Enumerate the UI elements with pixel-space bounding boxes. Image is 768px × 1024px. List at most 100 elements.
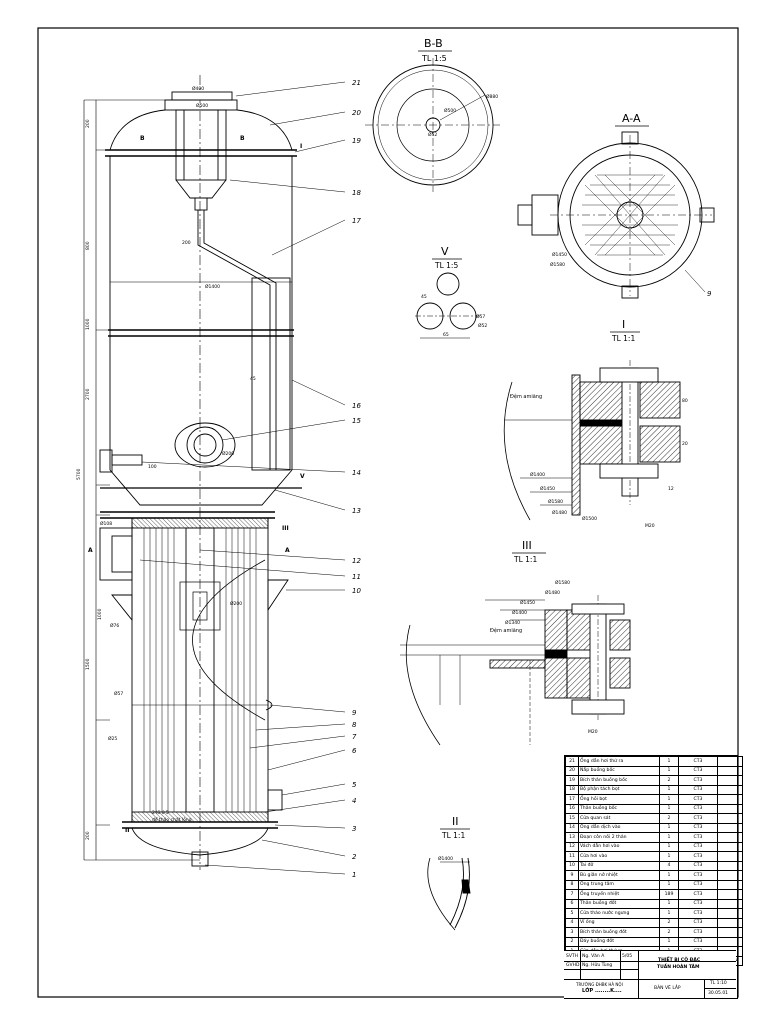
bom-cell-qty: 1 (659, 756, 679, 767)
bom-cell-mat: CT3 (678, 870, 718, 881)
section-mark-b-left: B (140, 135, 145, 142)
bom-cell-mat: CT3 (678, 813, 718, 824)
dim-mid-1: Ø1400 (205, 283, 220, 290)
bom-cell-name: Tai đỡ (578, 860, 660, 871)
callout-8: 8 (352, 721, 357, 729)
detail-v (415, 272, 480, 339)
detail-ii-title: II (452, 815, 459, 828)
detail-i-dim-4: Ø1480 (552, 509, 567, 516)
class-label: LỚP ........K.... (582, 988, 622, 994)
drawing-date: 30.05.01 (708, 991, 729, 996)
callout-6: 6 (352, 747, 357, 755)
bom-cell-note (717, 851, 743, 862)
bom-cell-name: Ống trung tâm (578, 879, 660, 890)
bom-cell-no: 20 (565, 765, 579, 776)
bom-cell-name: Ống dẫn hơi thứ ra (578, 756, 660, 767)
drain-note-line2: để tháo chất lỏng (152, 816, 192, 823)
callout-15: 15 (352, 417, 361, 425)
bom-cell-name: Cửa tháo nước ngưng (578, 908, 660, 919)
bom-cell-no: 4 (565, 917, 579, 928)
bom-cell-name: Cửa hơi vào (578, 851, 660, 862)
section-bb-dim-1: Ø880 (486, 93, 498, 100)
bom-cell-name: Ống dẫn dịch vào (578, 822, 660, 833)
detail-i-dim-9: 12 (668, 486, 674, 492)
detail-i (503, 360, 681, 521)
bom-cell-name: Bù giãn nở nhiệt (578, 870, 660, 881)
dim-small-5: 100 (148, 464, 157, 470)
detail-i-dim-1: Ø1400 (530, 471, 545, 478)
bom-cell-note (717, 870, 743, 881)
bom-cell-qty: 1 (659, 803, 679, 814)
bom-cell-qty: 2 (659, 927, 679, 938)
detail-i-dim-6: M20 (645, 523, 655, 529)
bom-cell-no: 10 (565, 860, 579, 871)
callout-7: 7 (352, 733, 357, 741)
detail-v-dim-3: Ø57 (476, 313, 485, 320)
bom-cell-qty: 189 (659, 889, 679, 900)
bom-cell-note (717, 765, 743, 776)
detail-i-labels: I TL 1:1 Đệm amiăng Ø1400 Ø1450 Ø1580 Ø1… (510, 318, 688, 529)
callout-4: 4 (352, 797, 356, 805)
dim-small-7: 45 (250, 376, 256, 382)
bom-cell-no: 17 (565, 794, 579, 805)
bom-cell-name: Đoạn côn nối 2 thân (578, 832, 660, 843)
bom-cell-qty: 2 (659, 917, 679, 928)
callout-9: 9 (352, 709, 357, 717)
section-bb-scale: TL 1:5 (421, 54, 447, 63)
bom-cell-no: 8 (565, 879, 579, 890)
bom-cell-mat: CT3 (678, 860, 718, 871)
detail-mark-i: I (300, 143, 302, 150)
detail-iii-dim-2: Ø1480 (545, 589, 560, 596)
bom-cell-mat: CT3 (678, 784, 718, 795)
bom-cell-qty: 1 (659, 879, 679, 890)
bom-cell-no: 21 (565, 756, 579, 767)
bom-cell-qty: 2 (659, 775, 679, 786)
callout-18: 18 (352, 189, 361, 197)
bom-cell-qty: 1 (659, 784, 679, 795)
bom-cell-note (717, 860, 743, 871)
main-view-labels: 200 800 1000 2700 1500 1000 200 5700 Ø40… (76, 85, 256, 840)
bom-cell-note (717, 813, 743, 824)
detail-v-scale: TL 1:5 (434, 261, 458, 270)
bom-cell-note (717, 898, 743, 909)
bom-cell-name: Đáy buồng đốt (578, 936, 660, 947)
detail-v-dim-2: 65 (443, 332, 449, 338)
detail-iii-dim-5: Ø1340 (505, 619, 520, 626)
bom-cell-mat: CT3 (678, 775, 718, 786)
section-aa-dim-2: Ø1580 (550, 261, 565, 268)
bom-cell-no: 2 (565, 936, 579, 947)
callout-3: 3 (352, 825, 356, 833)
drawing-scale: TL 1:10 (710, 981, 727, 986)
designer-name: Ng. Văn A (582, 954, 605, 959)
bom-cell-note (717, 917, 743, 928)
bom-cell-no: 6 (565, 898, 579, 909)
callout-11: 11 (352, 573, 361, 581)
detail-iii-dim-6: M20 (588, 729, 598, 735)
section-bb-labels: B-B TL 1:5 Ø880 Ø500 Ø52 (418, 37, 498, 138)
callout-numbers: 21 20 19 18 17 16 15 14 13 12 11 10 9 8 … (352, 79, 361, 879)
dim-small-1: Ø76 (110, 622, 119, 629)
title-block: SVTH Ng. Văn A 5/05 GVHD Ng. Hữu Tùng TH… (564, 950, 736, 998)
bom-cell-note (717, 927, 743, 938)
dim-top-2: Ø500 (196, 102, 208, 109)
bom-cell-qty: 1 (659, 898, 679, 909)
drawing-title-line1: THIẾT BỊ CÔ ĐẶC (658, 958, 701, 963)
bom-cell-qty: 1 (659, 936, 679, 947)
detail-iii-dim-3: Ø1450 (520, 599, 535, 606)
detail-iii-gasket: Đệm amiăng (490, 627, 522, 634)
bom-cell-qty: 1 (659, 870, 679, 881)
bom-cell-name: Bích thân buồng đốt (578, 927, 660, 938)
detail-ii (427, 857, 471, 931)
bom-cell-no: 5 (565, 908, 579, 919)
bom-cell-name: Cửa quan sát (578, 813, 660, 824)
bom-cell-note (717, 832, 743, 843)
